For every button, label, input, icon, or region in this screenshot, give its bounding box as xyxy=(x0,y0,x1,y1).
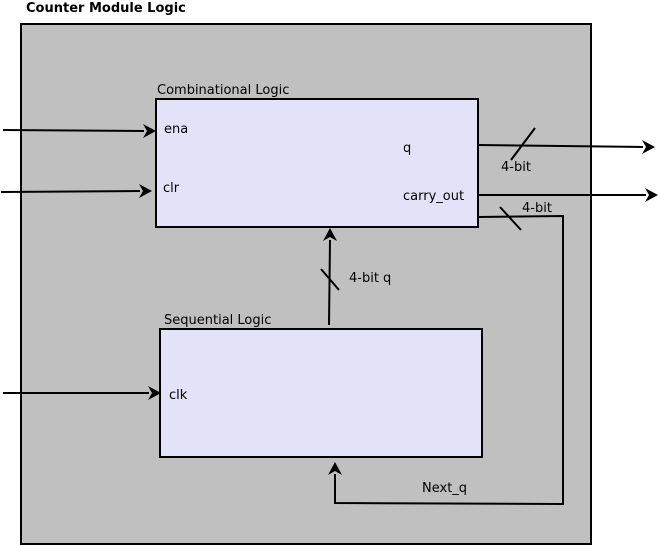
feedback-bus-width-label: 4-bit xyxy=(522,201,552,216)
port-carry-out-label: carry_out xyxy=(403,189,464,204)
port-q-label: q xyxy=(403,141,411,156)
ena-arrowhead xyxy=(143,124,156,138)
ena-input-wire xyxy=(2,124,156,138)
clk-input-wire xyxy=(3,386,161,400)
port-clk-label: clk xyxy=(169,388,188,403)
port-ena-label: ena xyxy=(164,122,188,137)
q-bus-width-label: 4-bit xyxy=(501,160,531,175)
clr-input-wire xyxy=(0,184,152,198)
clr-arrowhead xyxy=(139,184,152,198)
next-q-arrowhead xyxy=(328,462,342,475)
clk-arrowhead xyxy=(148,386,161,400)
feedback-bus-width-slash xyxy=(499,206,522,231)
q-output-arrowhead xyxy=(642,140,655,154)
sequential-logic-block xyxy=(159,328,483,458)
carry-out-output-wire xyxy=(478,188,658,202)
carry-out-arrowhead xyxy=(645,188,658,202)
q-internal-bus-label: 4-bit q xyxy=(349,271,391,286)
q-internal-bus-width-slash xyxy=(320,268,340,291)
combinational-logic-block xyxy=(155,98,479,228)
port-clr-label: clr xyxy=(163,181,180,196)
sequential-logic-label: Sequential Logic xyxy=(164,313,271,328)
diagram-title: Counter Module Logic xyxy=(26,1,186,16)
q-bus-width-slash xyxy=(510,127,536,161)
next-q-label: Next_q xyxy=(422,481,467,496)
next-q-feedback-wire xyxy=(328,206,564,506)
q-internal-wire xyxy=(320,228,340,326)
combinational-logic-label: Combinational Logic xyxy=(157,83,289,98)
q-output-wire xyxy=(477,127,655,161)
q-internal-arrowhead xyxy=(323,228,337,241)
